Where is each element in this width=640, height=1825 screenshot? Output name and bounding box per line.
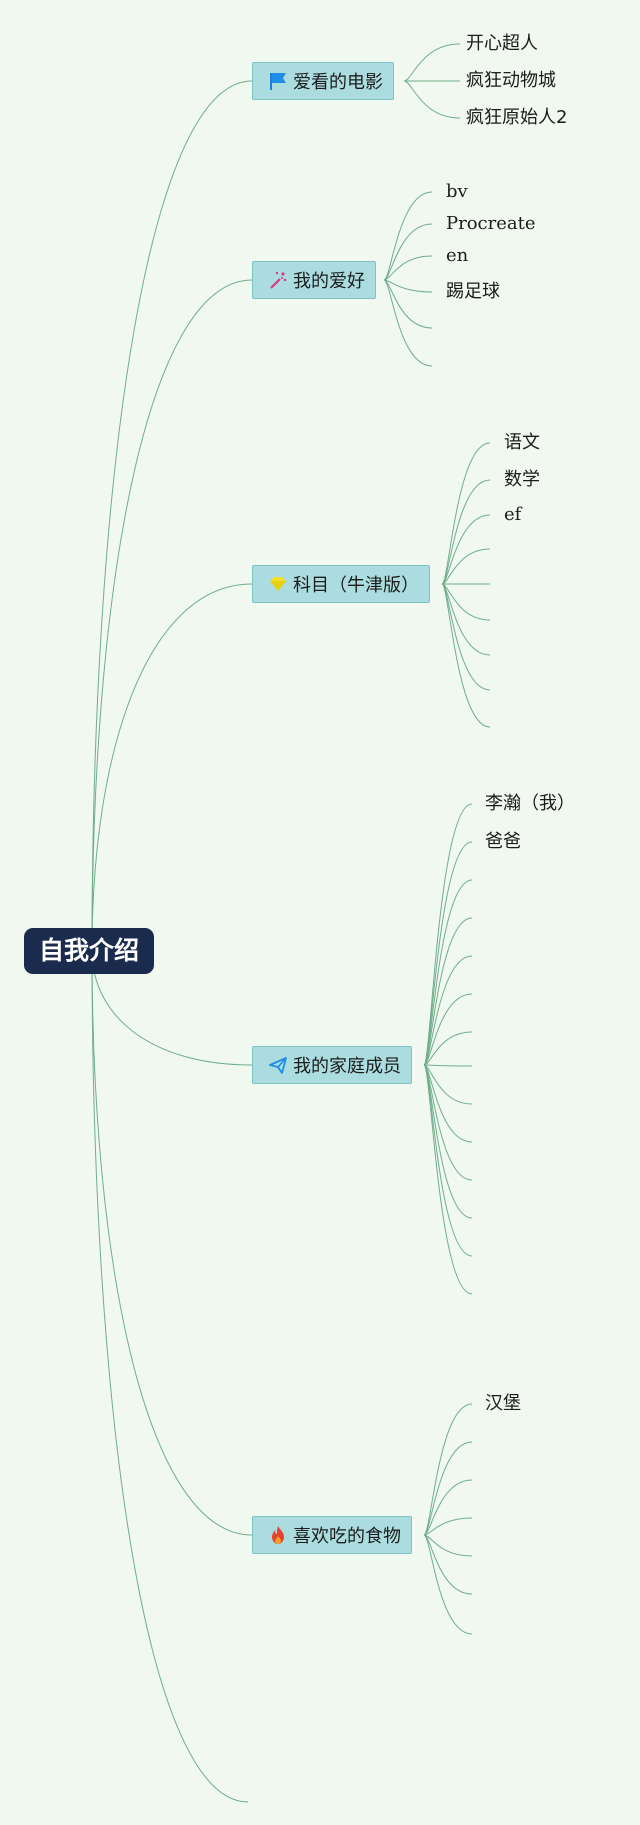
branch-label: 我的家庭成员	[293, 1056, 401, 1077]
leaf-connector	[441, 583, 491, 728]
leaf-connector	[423, 1441, 473, 1536]
leaf-connector	[423, 955, 473, 1066]
leaf-connector	[383, 279, 433, 367]
diamond-icon	[267, 573, 289, 595]
flag-icon	[267, 70, 289, 92]
leaf-connector	[441, 548, 491, 585]
root-label: 自我介绍	[38, 936, 139, 965]
leaf-item[interactable]: 踢足球	[446, 281, 500, 302]
branch-subjects[interactable]: 科目（牛津版）	[252, 565, 430, 603]
root-connector	[91, 279, 253, 952]
branch-label: 我的爱好	[293, 271, 365, 292]
leaf-connector	[383, 223, 433, 281]
leaf-item[interactable]: Procreate	[446, 213, 536, 234]
fire-icon	[267, 1524, 289, 1546]
leaf-item[interactable]: 汉堡	[485, 1393, 521, 1414]
leaf-item[interactable]: 开心超人	[466, 33, 538, 54]
leaf-connector	[383, 279, 433, 329]
leaf-item[interactable]: 爸爸	[485, 831, 521, 852]
leaf-connector	[423, 1064, 473, 1067]
branch-hobbies[interactable]: 我的爱好	[252, 261, 376, 299]
leaf-item[interactable]: 疯狂原始人2	[466, 107, 568, 128]
leaf-connector	[423, 1534, 473, 1557]
leaf-connector	[423, 1534, 473, 1595]
root-connector	[91, 80, 253, 952]
leaf-item[interactable]: bv	[446, 181, 468, 202]
leaf-connector	[441, 514, 491, 585]
branch-label: 喜欢吃的食物	[293, 1526, 401, 1547]
leaf-item[interactable]: 疯狂动物城	[466, 70, 556, 91]
leaf-connector	[403, 43, 461, 82]
leaf-item[interactable]: 语文	[504, 432, 540, 453]
leaf-connector	[423, 1534, 473, 1635]
leaf-connector	[423, 1064, 473, 1257]
leaf-connector	[383, 279, 433, 293]
leaf-connector	[423, 993, 473, 1066]
leaf-connector	[383, 255, 433, 281]
leaf-item[interactable]: en	[446, 245, 469, 266]
leaf-connector	[383, 191, 433, 281]
leaf-connector	[423, 1064, 473, 1295]
paper-plane-icon	[267, 1054, 289, 1076]
leaf-item[interactable]: 李瀚（我）	[485, 793, 575, 814]
leaf-connector	[403, 80, 461, 119]
root-connector	[91, 950, 253, 1536]
leaf-connector	[423, 1479, 473, 1536]
root-node[interactable]: 自我介绍	[24, 928, 154, 974]
leaf-item[interactable]: ef	[504, 504, 522, 525]
branch-movies[interactable]: 爱看的电影	[252, 62, 394, 100]
magic-wand-icon	[267, 269, 289, 291]
root-connector	[91, 583, 253, 952]
branch-family[interactable]: 我的家庭成员	[252, 1046, 412, 1084]
leaf-connector	[423, 1517, 473, 1536]
leaf-item[interactable]: 数学	[504, 469, 540, 490]
leaf-connector	[441, 479, 491, 585]
branch-food[interactable]: 喜欢吃的食物	[252, 1516, 412, 1554]
leaf-connector	[423, 879, 473, 1066]
branch-label: 科目（牛津版）	[293, 575, 419, 596]
leaf-connector	[423, 1031, 473, 1066]
root-connector	[91, 950, 249, 1803]
branch-label: 爱看的电影	[293, 72, 383, 93]
